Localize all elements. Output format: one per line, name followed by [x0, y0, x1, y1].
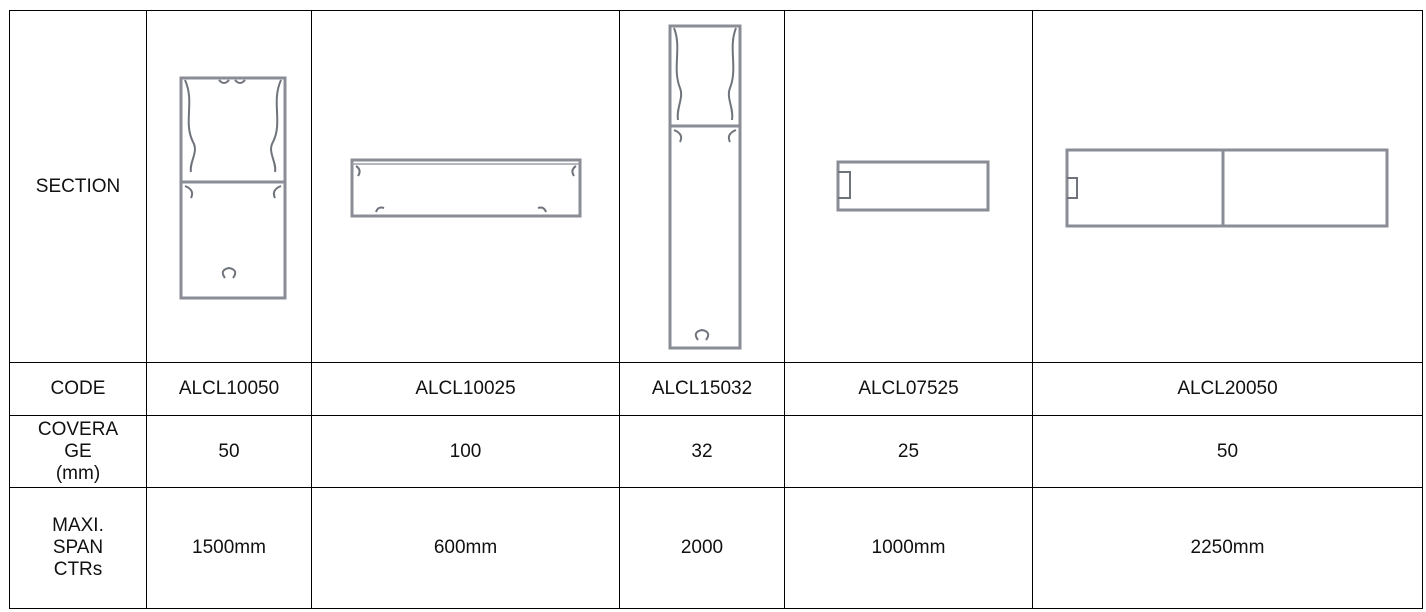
max-span-label: MAXI. SPAN CTRs — [9, 487, 147, 609]
code-cell-2: ALCL10025 — [311, 362, 620, 416]
max-span-row: MAXI. SPAN CTRs 1500mm 600mm 2000 1000mm… — [9, 487, 1423, 609]
coverage-cell-2: 100 — [311, 415, 620, 488]
wide-double-cell-profile-icon — [1065, 148, 1388, 227]
coverage-cell-4: 25 — [784, 415, 1033, 488]
profile-cell-4 — [784, 10, 1033, 363]
profile-cell-1 — [146, 10, 312, 363]
coverage-cell-5: 50 — [1032, 415, 1423, 488]
profile-cell-5 — [1032, 10, 1423, 363]
code-cell-5: ALCL20050 — [1032, 362, 1423, 416]
coverage-cell-1: 50 — [146, 415, 312, 488]
coverage-label: COVERA GE (mm) — [9, 415, 147, 488]
coverage-cell-3: 32 — [619, 415, 785, 488]
small-hollow-profile-icon — [836, 160, 989, 211]
tall-double-chamber-profile-icon — [179, 76, 287, 299]
extra-tall-double-chamber-profile-icon — [668, 24, 742, 349]
code-cell-1: ALCL10050 — [146, 362, 312, 416]
profile-cell-3 — [619, 10, 785, 363]
section-label: SECTION — [9, 10, 147, 363]
max-span-cell-5: 2250mm — [1032, 487, 1423, 609]
code-row: CODE ALCL10050 ALCL10025 ALCL15032 ALCL0… — [9, 362, 1423, 416]
wide-flat-profile-icon — [350, 158, 581, 217]
max-span-cell-3: 2000 — [619, 487, 785, 609]
max-span-cell-2: 600mm — [311, 487, 620, 609]
max-span-cell-4: 1000mm — [784, 487, 1033, 609]
section-row: SECTION — [9, 10, 1423, 363]
code-cell-4: ALCL07525 — [784, 362, 1033, 416]
profile-spec-table: SECTION — [9, 10, 1423, 609]
code-label: CODE — [9, 362, 147, 416]
max-span-cell-1: 1500mm — [146, 487, 312, 609]
code-cell-3: ALCL15032 — [619, 362, 785, 416]
profile-cell-2 — [311, 10, 620, 363]
coverage-row: COVERA GE (mm) 50 100 32 25 50 — [9, 415, 1423, 488]
